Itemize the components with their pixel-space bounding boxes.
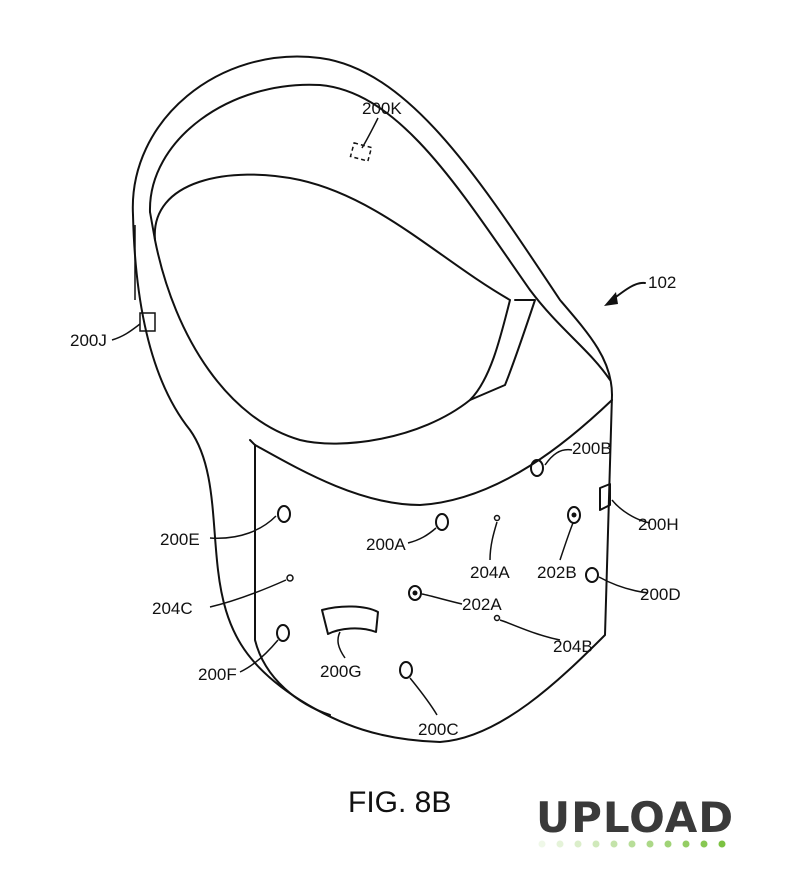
label-200C: 200C xyxy=(418,720,459,739)
label-202B: 202B xyxy=(537,563,577,582)
figure-caption: FIG. 8B xyxy=(348,786,451,819)
label-202A: 202A xyxy=(462,595,502,614)
sensor-200H xyxy=(599,483,611,511)
label-200J: 200J xyxy=(70,331,107,350)
sensor-200B xyxy=(530,459,544,477)
label-200H: 200H xyxy=(638,515,679,534)
sensor-202A xyxy=(408,585,422,601)
sensor-204A xyxy=(493,514,501,522)
label-200G: 200G xyxy=(320,662,362,681)
label-204A: 204A xyxy=(470,563,510,582)
sensor-202B xyxy=(567,506,581,524)
sensors xyxy=(139,141,611,679)
label-204B: 204B xyxy=(553,637,593,656)
sensor-204C xyxy=(286,574,294,582)
sensor-200D xyxy=(585,567,599,583)
logo-text: UPLOAD xyxy=(536,793,734,842)
sensor-200J xyxy=(139,312,156,332)
sensor-200C xyxy=(399,661,413,679)
reference-labels: 200K 102 200J 200B 200E 200A 204A 202B 2… xyxy=(70,99,681,819)
label-200A: 200A xyxy=(366,535,406,554)
upload-logo: UPLOAD xyxy=(536,793,734,848)
sensor-200G xyxy=(321,605,379,635)
label-200D: 200D xyxy=(640,585,681,604)
label-200F: 200F xyxy=(198,665,237,684)
label-200K: 200K xyxy=(362,99,402,118)
leader-lines xyxy=(111,117,651,716)
sensor-200F xyxy=(276,624,290,642)
headset-drawing xyxy=(131,55,613,743)
sensor-204B xyxy=(493,614,501,622)
label-200E: 200E xyxy=(160,530,200,549)
sensor-200A xyxy=(435,513,449,531)
sensor-200K xyxy=(349,141,373,163)
label-200B: 200B xyxy=(572,439,612,458)
sensor-200E xyxy=(277,505,291,523)
label-102: 102 xyxy=(648,273,676,292)
label-204C: 204C xyxy=(152,599,193,618)
logo-dots xyxy=(538,840,726,848)
